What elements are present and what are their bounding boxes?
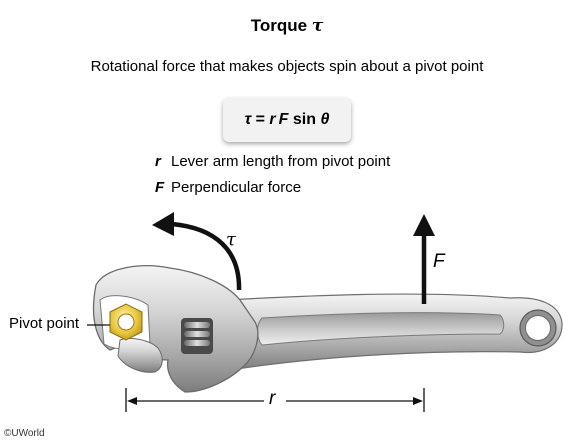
tau-label: τ (226, 229, 236, 250)
definition-f: F Perpendicular force (155, 179, 301, 196)
subtitle: Rotational force that makes objects spin… (90, 58, 484, 75)
force-label: F (433, 251, 445, 272)
force-arrow (413, 214, 435, 304)
formula-equals: = (251, 111, 270, 128)
definition-r-symbol: r (155, 153, 161, 170)
formula-r: r (269, 111, 276, 128)
nut-pivot (109, 303, 143, 341)
definition-r: r Lever arm length from pivot point (155, 153, 390, 170)
copyright: ©UWorld (4, 428, 45, 439)
wrench-head (92, 265, 259, 393)
torque-arrow (152, 212, 242, 291)
adjusting-screw (181, 318, 213, 354)
formula-theta: θ (320, 111, 330, 128)
pivot-point-label: Pivot point (9, 315, 80, 332)
formula-f: F (278, 111, 289, 128)
definition-f-symbol: F (155, 179, 165, 196)
definition-f-text: Perpendicular force (171, 179, 302, 196)
page-title: Torque τ (0, 16, 574, 36)
formula-sin: sin (288, 111, 321, 128)
title-symbol: τ (311, 16, 324, 36)
wrench-handle (224, 293, 563, 371)
formula-tau: τ (244, 111, 252, 128)
lever-arm-label: r (269, 388, 276, 409)
lever-arm-dimension (125, 388, 425, 412)
definition-r-text: Lever arm length from pivot point (171, 153, 391, 170)
title-text: Torque (250, 16, 312, 35)
